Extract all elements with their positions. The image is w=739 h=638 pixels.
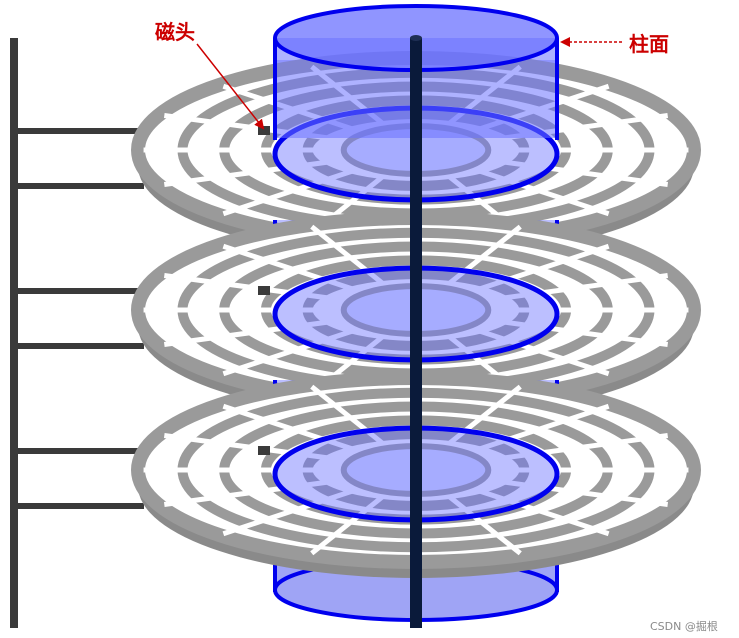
read-write-head-2 [258, 286, 270, 295]
read-write-head-1 [258, 126, 270, 135]
platter-3 [16, 371, 701, 578]
read-write-head-3 [258, 446, 270, 455]
watermark: CSDN @掘根 [650, 620, 718, 633]
arm-lower-3 [16, 503, 144, 509]
spindle [410, 38, 422, 628]
head-label: 磁头 [155, 20, 195, 44]
arm-post [10, 38, 18, 628]
arm-lower-1 [16, 183, 144, 189]
cylinder-label: 柱面 [629, 32, 669, 56]
head-arrow [196, 43, 265, 130]
arm-lower-2 [16, 343, 144, 349]
